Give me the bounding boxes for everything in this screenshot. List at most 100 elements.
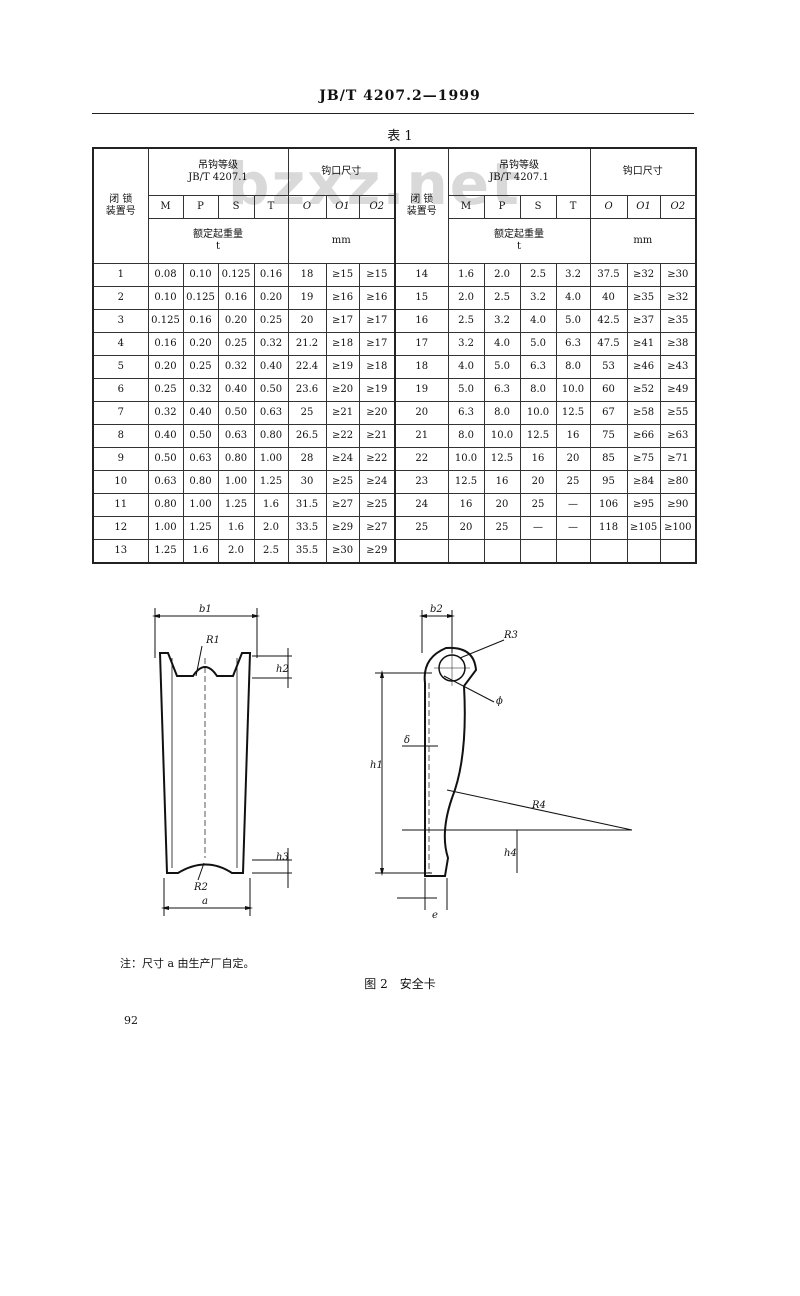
table-cell: 30 — [287, 470, 327, 494]
table-cell: 25 — [519, 493, 557, 517]
table-cell: 1.00 — [217, 470, 255, 494]
table-cell: 8.0 — [555, 355, 591, 379]
col-o2: O2 — [358, 195, 396, 219]
table-cell: 1.25 — [182, 516, 219, 540]
label-h1: h1 — [370, 760, 383, 771]
table-cell: 3.2 — [555, 263, 591, 287]
table-cell: 0.63 — [147, 470, 184, 494]
table-cell: 0.16 — [147, 332, 184, 356]
table-cell: 0.32 — [182, 378, 219, 402]
table-cell: ≥37 — [626, 309, 661, 333]
table-cell: ≥22 — [325, 424, 360, 448]
table-cell: ≥100 — [659, 516, 698, 540]
table-cell: ≥52 — [626, 378, 661, 402]
header-unit-mm-right: mm — [589, 218, 698, 264]
table-cell: 23 — [394, 470, 449, 494]
grade-t: T — [253, 195, 289, 219]
table-cell: 21.2 — [287, 332, 327, 356]
table-cell: 0.16 — [217, 286, 255, 310]
table-cell: 5.0 — [555, 309, 591, 333]
table-cell: 16 — [447, 493, 485, 517]
page-number: 92 — [124, 1014, 138, 1027]
table-cell: 25 — [394, 516, 449, 540]
table-cell: 0.16 — [253, 263, 289, 287]
table-cell: 1.00 — [147, 516, 184, 540]
table-cell: 12 — [92, 516, 149, 540]
table-cell: 2.0 — [217, 539, 255, 564]
table-cell: 0.20 — [182, 332, 219, 356]
table-cell: ≥80 — [659, 470, 698, 494]
col-o: O — [287, 195, 327, 219]
table-cell: ≥25 — [325, 470, 360, 494]
table-cell: ≥43 — [659, 355, 698, 379]
col-o1: O1 — [325, 195, 360, 219]
table-cell: ≥20 — [325, 378, 360, 402]
table-cell: 0.20 — [253, 286, 289, 310]
table-cell: 13 — [92, 539, 149, 564]
table-cell: 60 — [589, 378, 628, 402]
header-opening: 钩口尺寸 — [287, 147, 396, 196]
table-cell: 12.5 — [483, 447, 521, 471]
table-cell: 3.2 — [483, 309, 521, 333]
label-b2: b2 — [430, 604, 443, 615]
table-cell: ≥95 — [626, 493, 661, 517]
table-cell: ≥22 — [358, 447, 396, 471]
table-cell: 23.6 — [287, 378, 327, 402]
header-lock-device-right: 闭 锁 装置号 — [394, 147, 449, 264]
table-cell: 20 — [483, 493, 521, 517]
grade-p: P — [182, 195, 219, 219]
table-cell — [626, 539, 661, 564]
table-cell: 1.25 — [253, 470, 289, 494]
table-cell: 0.16 — [182, 309, 219, 333]
table-cell: — — [555, 516, 591, 540]
table-cell: 7 — [92, 401, 149, 425]
table-cell: 37.5 — [589, 263, 628, 287]
table-cell: 20 — [447, 516, 485, 540]
table-cell: ≥19 — [325, 355, 360, 379]
label-delta: δ — [404, 735, 410, 746]
label-b1: b1 — [199, 604, 212, 615]
table-cell: 20 — [287, 309, 327, 333]
table-cell: 24 — [394, 493, 449, 517]
table-cell: ≥24 — [358, 470, 396, 494]
table-cell — [555, 539, 591, 564]
table-cell: 11 — [92, 493, 149, 517]
table-cell: ≥20 — [358, 401, 396, 425]
table-cell: 22 — [394, 447, 449, 471]
table-cell: 5.0 — [483, 355, 521, 379]
table-cell: 0.63 — [253, 401, 289, 425]
table-cell: 0.40 — [182, 401, 219, 425]
table-cell: 0.50 — [182, 424, 219, 448]
table-cell: 6.3 — [555, 332, 591, 356]
table-cell: 10.0 — [483, 424, 521, 448]
label-r4: R4 — [531, 800, 546, 811]
grade-s-right: S — [519, 195, 557, 219]
table-cell: 2 — [92, 286, 149, 310]
label-r3: R3 — [503, 630, 518, 641]
table-cell — [589, 539, 628, 564]
table-cell: 2.0 — [253, 516, 289, 540]
grade-m: M — [147, 195, 184, 219]
table-cell: ≥71 — [659, 447, 698, 471]
table-cell: 8.0 — [519, 378, 557, 402]
table-cell: ≥55 — [659, 401, 698, 425]
label-e: e — [432, 910, 438, 921]
table-cell: 2.0 — [447, 286, 485, 310]
table-cell: 40 — [589, 286, 628, 310]
table-cell: 18 — [287, 263, 327, 287]
table-cell: 85 — [589, 447, 628, 471]
table-cell: 1.6 — [217, 516, 255, 540]
table-cell: 0.08 — [147, 263, 184, 287]
table-cell: 0.80 — [217, 447, 255, 471]
table-cell: 0.40 — [253, 355, 289, 379]
table-cell: 95 — [589, 470, 628, 494]
table-cell: ≥75 — [626, 447, 661, 471]
label-r1: R1 — [205, 635, 220, 646]
table-cell: ≥24 — [325, 447, 360, 471]
